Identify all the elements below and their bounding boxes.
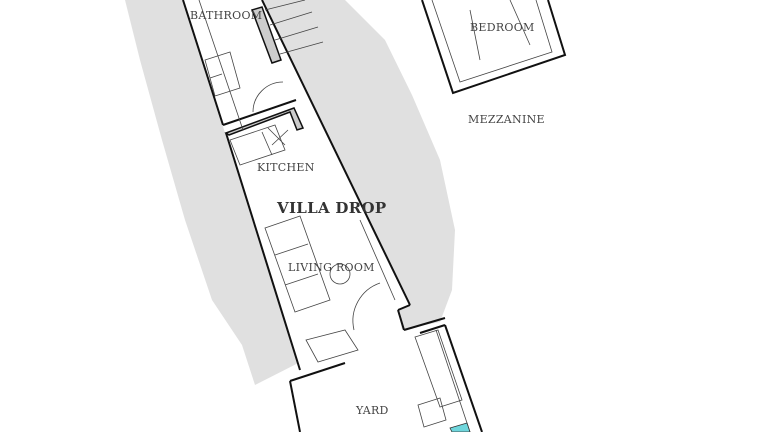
plan-title: VILLA DROP: [276, 199, 386, 217]
bedroom-walls: [421, 0, 567, 95]
building-interior: [183, 0, 410, 370]
room-label-kitchen: KITCHEN: [257, 161, 315, 174]
walls: [182, 0, 446, 371]
room-label-yard: YARD: [355, 404, 389, 417]
pool: [449, 422, 471, 432]
room-label-bedroom: BEDROOM: [470, 21, 535, 34]
room-label-mezzanine: MEZZANINE: [468, 113, 545, 126]
room-label-living-room: LIVING ROOM: [288, 261, 375, 274]
furniture: [198, 0, 396, 363]
room-label-bathroom: BATHROOM: [190, 9, 262, 22]
yard-walls: [289, 324, 483, 432]
